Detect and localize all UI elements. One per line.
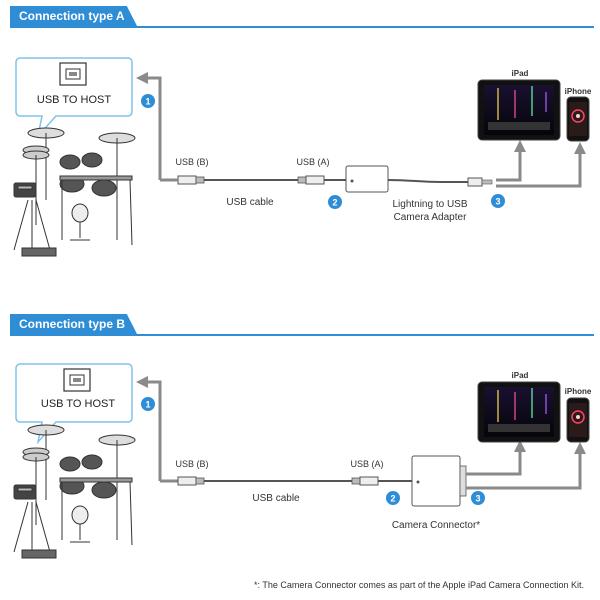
- iphone-device: iPhone: [565, 87, 592, 142]
- svg-text:2: 2: [390, 494, 395, 504]
- svg-text:3: 3: [495, 197, 500, 207]
- section-a-title: Connection type A: [10, 6, 137, 26]
- lightning-usb-adapter: [324, 165, 493, 193]
- usb-cable-label: USB cable: [226, 197, 274, 208]
- section-a-rule: [10, 26, 594, 28]
- iphone-label: iPhone: [565, 387, 592, 396]
- camera-connector-label: Camera Connector*: [392, 520, 480, 531]
- ipad-device: iPad: [477, 69, 561, 141]
- adapter-label-line1: Lightning to USB: [392, 199, 467, 210]
- step-badge-1: 1: [141, 94, 155, 108]
- section-a: USB TO HOST: [13, 57, 592, 257]
- usb-cable: [160, 175, 325, 185]
- step-badge-3: 3: [471, 491, 485, 505]
- arrow-to-iphone: [466, 442, 586, 490]
- usb-to-host-callout: USB TO HOST: [15, 57, 133, 139]
- usb-b-label: USB (B): [175, 157, 208, 167]
- iphone-label: iPhone: [565, 87, 592, 96]
- svg-text:1: 1: [145, 97, 150, 107]
- step-badge-2: 2: [386, 491, 400, 505]
- svg-text:2: 2: [332, 198, 337, 208]
- usb-to-host-callout: USB TO HOST: [15, 363, 133, 445]
- drum-kit-illustration: [13, 127, 136, 257]
- step-badge-3: 3: [491, 194, 505, 208]
- ipad-label: iPad: [512, 371, 529, 380]
- svg-text:1: 1: [145, 400, 150, 410]
- arrow-to-ipad: [496, 140, 526, 182]
- drum-module: [13, 182, 37, 198]
- usb-a-label: USB (A): [296, 157, 329, 167]
- data-flow-arrow: [136, 376, 162, 481]
- camera-connector: [411, 455, 467, 507]
- data-flow-arrow: [136, 72, 162, 180]
- drum-module: [13, 484, 37, 500]
- step-badge-1: 1: [141, 397, 155, 411]
- section-b-rule: [10, 334, 594, 336]
- ipad-label: iPad: [512, 69, 529, 78]
- svg-text:3: 3: [475, 494, 480, 504]
- usb-to-host-label: USB TO HOST: [37, 94, 111, 106]
- arrow-to-iphone: [496, 142, 586, 188]
- usb-a-label: USB (A): [350, 459, 383, 469]
- ipad-device: iPad: [477, 371, 561, 443]
- adapter-label-line2: Camera Adapter: [394, 212, 467, 223]
- footnote: *: The Camera Connector comes as part of…: [254, 580, 585, 590]
- usb-cable-label: USB cable: [252, 493, 300, 504]
- section-b-title: Connection type B: [10, 314, 137, 334]
- iphone-device: iPhone: [565, 387, 592, 443]
- usb-b-label: USB (B): [175, 459, 208, 469]
- drum-kit-illustration: [13, 424, 136, 559]
- arrow-to-ipad: [466, 440, 526, 476]
- usb-cable: [160, 476, 412, 486]
- usb-to-host-label: USB TO HOST: [41, 398, 115, 410]
- step-badge-2: 2: [328, 195, 342, 209]
- section-b: USB TO HOST: [13, 363, 592, 559]
